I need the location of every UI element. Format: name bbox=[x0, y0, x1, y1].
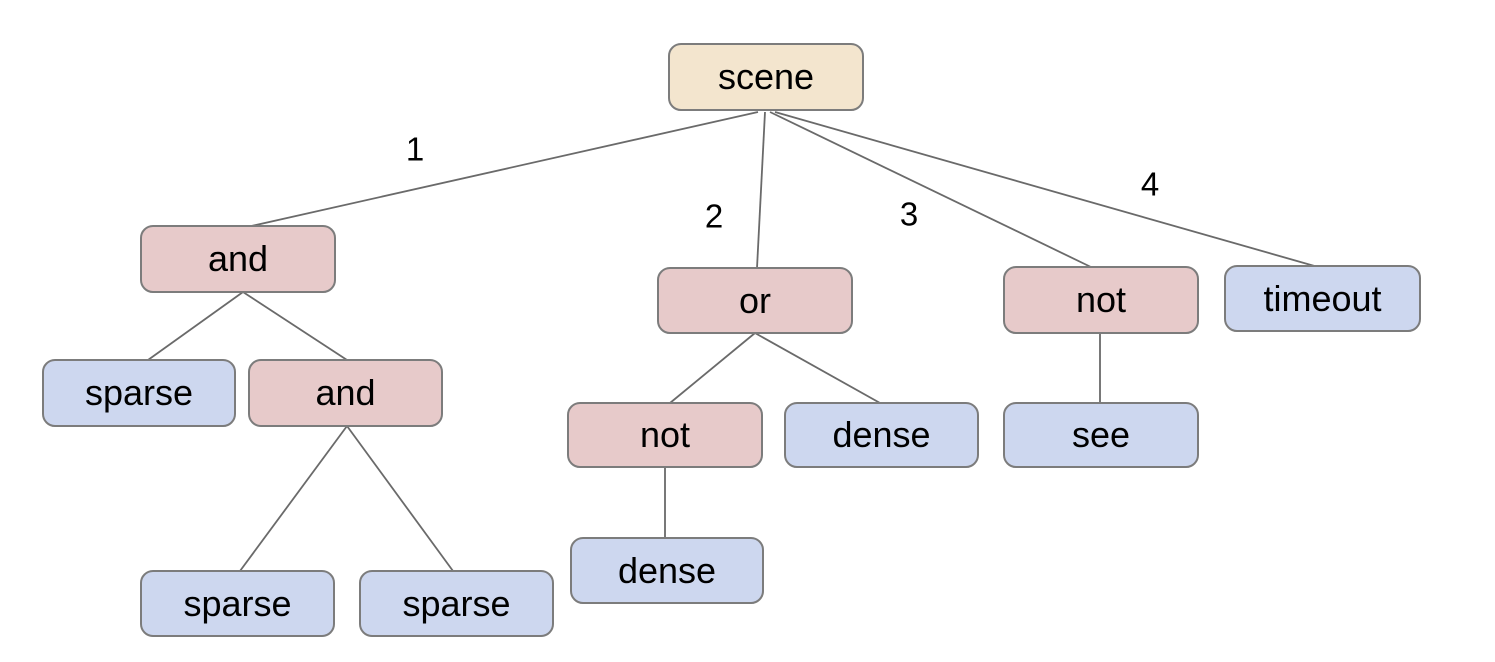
tree-node-label: not bbox=[1075, 279, 1127, 320]
tree-node-label: dense bbox=[832, 414, 931, 455]
tree-node-sparse-1: sparse bbox=[42, 359, 236, 427]
tree-node-see-1: see bbox=[1003, 402, 1199, 468]
tree-node-label: scene bbox=[717, 56, 815, 97]
edge-line-or-1-not-2 bbox=[669, 332, 756, 404]
tree-node-dense-2: dense bbox=[570, 537, 764, 604]
tree-node-label: sparse bbox=[402, 582, 511, 624]
tree-node-label: not bbox=[639, 414, 691, 455]
edge-label-4: 4 bbox=[1140, 165, 1160, 203]
edge-label-3: 3 bbox=[899, 195, 919, 233]
edge-line-scene-and-1 bbox=[246, 111, 759, 228]
tree-node-label: sparse bbox=[84, 372, 194, 413]
tree-node-and-2: and bbox=[248, 359, 443, 427]
edge-line-and-1-and-2 bbox=[242, 291, 348, 361]
tree-node-label: timeout bbox=[1263, 277, 1382, 319]
tree-node-not-2: not bbox=[567, 402, 763, 468]
tree-node-dense-1: dense bbox=[784, 402, 979, 468]
tree-node-label: sparse bbox=[183, 582, 292, 624]
edge-line-or-1-dense-1 bbox=[754, 332, 881, 404]
tree-node-sparse-3: sparse bbox=[359, 570, 554, 637]
tree-node-timeout-1: timeout bbox=[1224, 265, 1421, 332]
tree-node-and-1: and bbox=[140, 225, 336, 293]
tree-node-label: or bbox=[738, 279, 771, 321]
edge-label-2: 2 bbox=[704, 197, 724, 235]
edge-line-scene-or-1 bbox=[756, 111, 766, 269]
tree-node-label: see bbox=[1071, 414, 1131, 455]
edge-label-1: 1 bbox=[405, 130, 425, 168]
tree-node-label: dense bbox=[617, 549, 717, 591]
tree-node-label: and bbox=[207, 238, 269, 279]
edge-line-and-2-sparse-2 bbox=[239, 425, 348, 572]
edge-line-and-1-sparse-1 bbox=[147, 291, 244, 361]
tree-node-scene: scene bbox=[668, 43, 864, 111]
edge-line-and-2-sparse-3 bbox=[346, 425, 454, 572]
tree-node-or-1: or bbox=[657, 267, 853, 334]
tree-node-label: and bbox=[315, 372, 376, 413]
tree-node-not-1: not bbox=[1003, 266, 1199, 334]
tree-node-sparse-2: sparse bbox=[140, 570, 335, 637]
edge-line-scene-timeout-1 bbox=[774, 111, 1319, 268]
edge-line-scene-not-1 bbox=[769, 111, 1094, 269]
